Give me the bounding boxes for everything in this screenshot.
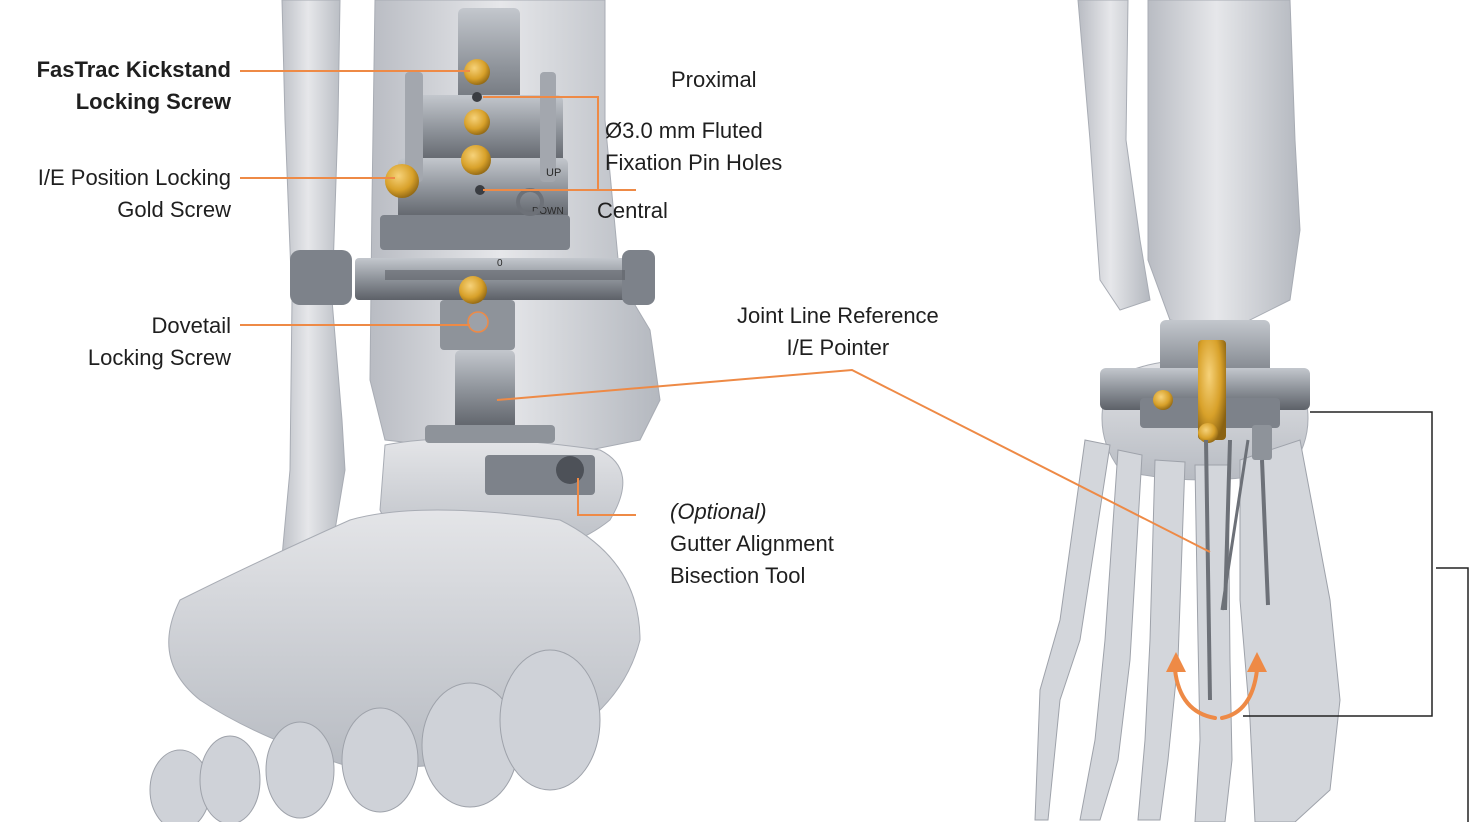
- guide-up-label: UP: [546, 167, 561, 179]
- joint-line-pointer-label: Joint Line Reference I/E Pointer: [737, 300, 939, 364]
- gutter-tool-line-2: Bisection Tool: [670, 560, 834, 592]
- left-ankle-illustration: UP DOWN 0: [150, 0, 660, 822]
- gold-screw: [459, 276, 487, 304]
- central-label: Central: [597, 195, 668, 227]
- kickstand-screw-line-2: Locking Screw: [37, 86, 231, 118]
- proximal-label: Proximal: [671, 64, 757, 96]
- ie-position-line-2: Gold Screw: [38, 194, 231, 226]
- gold-screw: [464, 109, 490, 135]
- pin-holes-line-1: Ø3.0 mm Fluted: [605, 115, 782, 147]
- kickstand-screw-line-1: FasTrac Kickstand: [37, 54, 231, 86]
- kickstand-screw-label: FasTrac Kickstand Locking Screw: [37, 54, 231, 118]
- dovetail-screw: [468, 312, 488, 332]
- dovetail-line-1: Dovetail: [88, 310, 231, 342]
- gutter-tool-label: (Optional) Gutter Alignment Bisection To…: [670, 496, 834, 592]
- gutter-tool-line-1: Gutter Alignment: [670, 528, 834, 560]
- right-metatarsals: [1035, 440, 1340, 822]
- dovetail-screw-label: Dovetail Locking Screw: [88, 310, 231, 374]
- joint-line-line-1: Joint Line Reference: [737, 300, 939, 332]
- ie-position-gold-screw: [385, 164, 419, 198]
- ie-position-line-1: I/E Position Locking: [38, 162, 231, 194]
- pin-holes-label: Ø3.0 mm Fluted Fixation Pin Holes: [605, 115, 782, 179]
- dovetail-line-2: Locking Screw: [88, 342, 231, 374]
- guide-zero-label: 0: [497, 258, 503, 269]
- right-foot-illustration: [1035, 0, 1340, 822]
- proximal-pin-hole: [472, 92, 482, 102]
- pin-holes-line-2: Fixation Pin Holes: [605, 147, 782, 179]
- gold-screw: [461, 145, 491, 175]
- right-fibula-bone: [1078, 0, 1150, 310]
- joint-line-line-2: I/E Pointer: [737, 332, 939, 364]
- ie-position-screw-label: I/E Position Locking Gold Screw: [38, 162, 231, 226]
- right-tibia-bone: [1148, 0, 1300, 330]
- gutter-tool-optional: (Optional): [670, 496, 834, 528]
